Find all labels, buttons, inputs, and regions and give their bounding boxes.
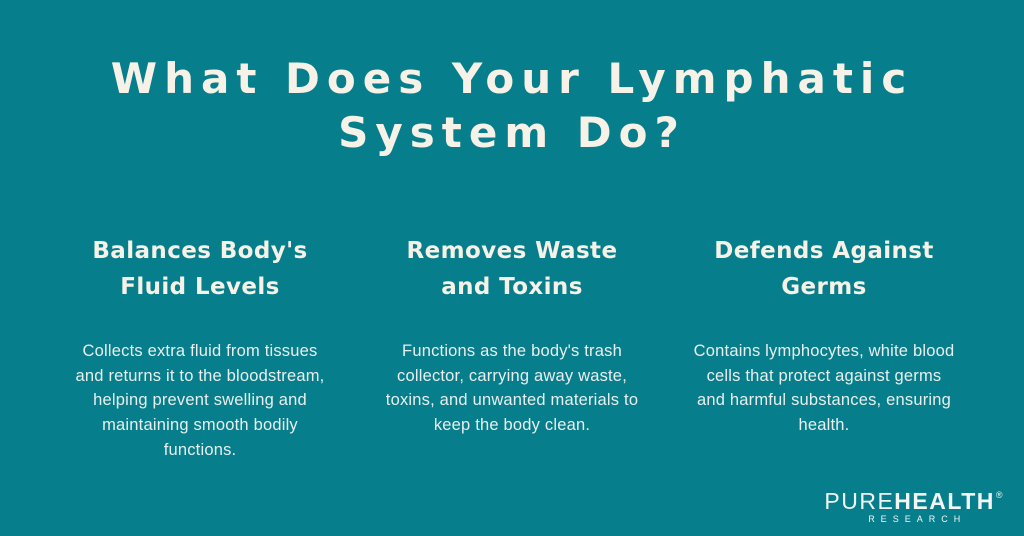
benefit-column-defends-germs: Defends Against Germs Contains lymphocyt… xyxy=(682,233,966,463)
brand-logo: PUREHEALTH® RESEARCH xyxy=(824,489,1004,525)
column-heading-line1: Defends Against xyxy=(714,238,934,264)
page-title-line2: System Do? xyxy=(338,108,686,157)
column-description: Contains lymphocytes, white blood cells … xyxy=(693,342,955,435)
column-heading-line2: and Toxins xyxy=(441,274,583,300)
column-heading-line2: Fluid Levels xyxy=(120,274,280,300)
page-title: What Does Your Lymphatic System Do? xyxy=(0,0,1024,160)
benefits-columns: Balances Body's Fluid Levels Collects ex… xyxy=(58,233,966,463)
benefit-column-fluid-levels: Balances Body's Fluid Levels Collects ex… xyxy=(58,233,342,463)
column-heading-line2: Germs xyxy=(781,274,867,300)
brand-logo-wordmark: PUREHEALTH® xyxy=(824,489,1004,513)
column-heading: Balances Body's Fluid Levels xyxy=(58,233,342,305)
column-heading-line1: Removes Waste xyxy=(406,238,618,264)
brand-logo-research: RESEARCH xyxy=(868,514,967,524)
registered-trademark-icon: ® xyxy=(995,490,1004,500)
brand-logo-health: HEALTH xyxy=(894,488,995,514)
column-description: Functions as the body's trash collector,… xyxy=(385,342,639,435)
column-heading: Defends Against Germs xyxy=(682,233,966,305)
brand-logo-pure: PURE xyxy=(824,488,895,514)
column-heading: Removes Waste and Toxins xyxy=(370,233,654,305)
column-description: Collects extra fluid from tissues and re… xyxy=(75,342,325,459)
column-heading-line1: Balances Body's xyxy=(92,238,308,264)
page-title-line1: What Does Your Lymphatic xyxy=(110,54,914,103)
benefit-column-removes-waste: Removes Waste and Toxins Functions as th… xyxy=(370,233,654,463)
